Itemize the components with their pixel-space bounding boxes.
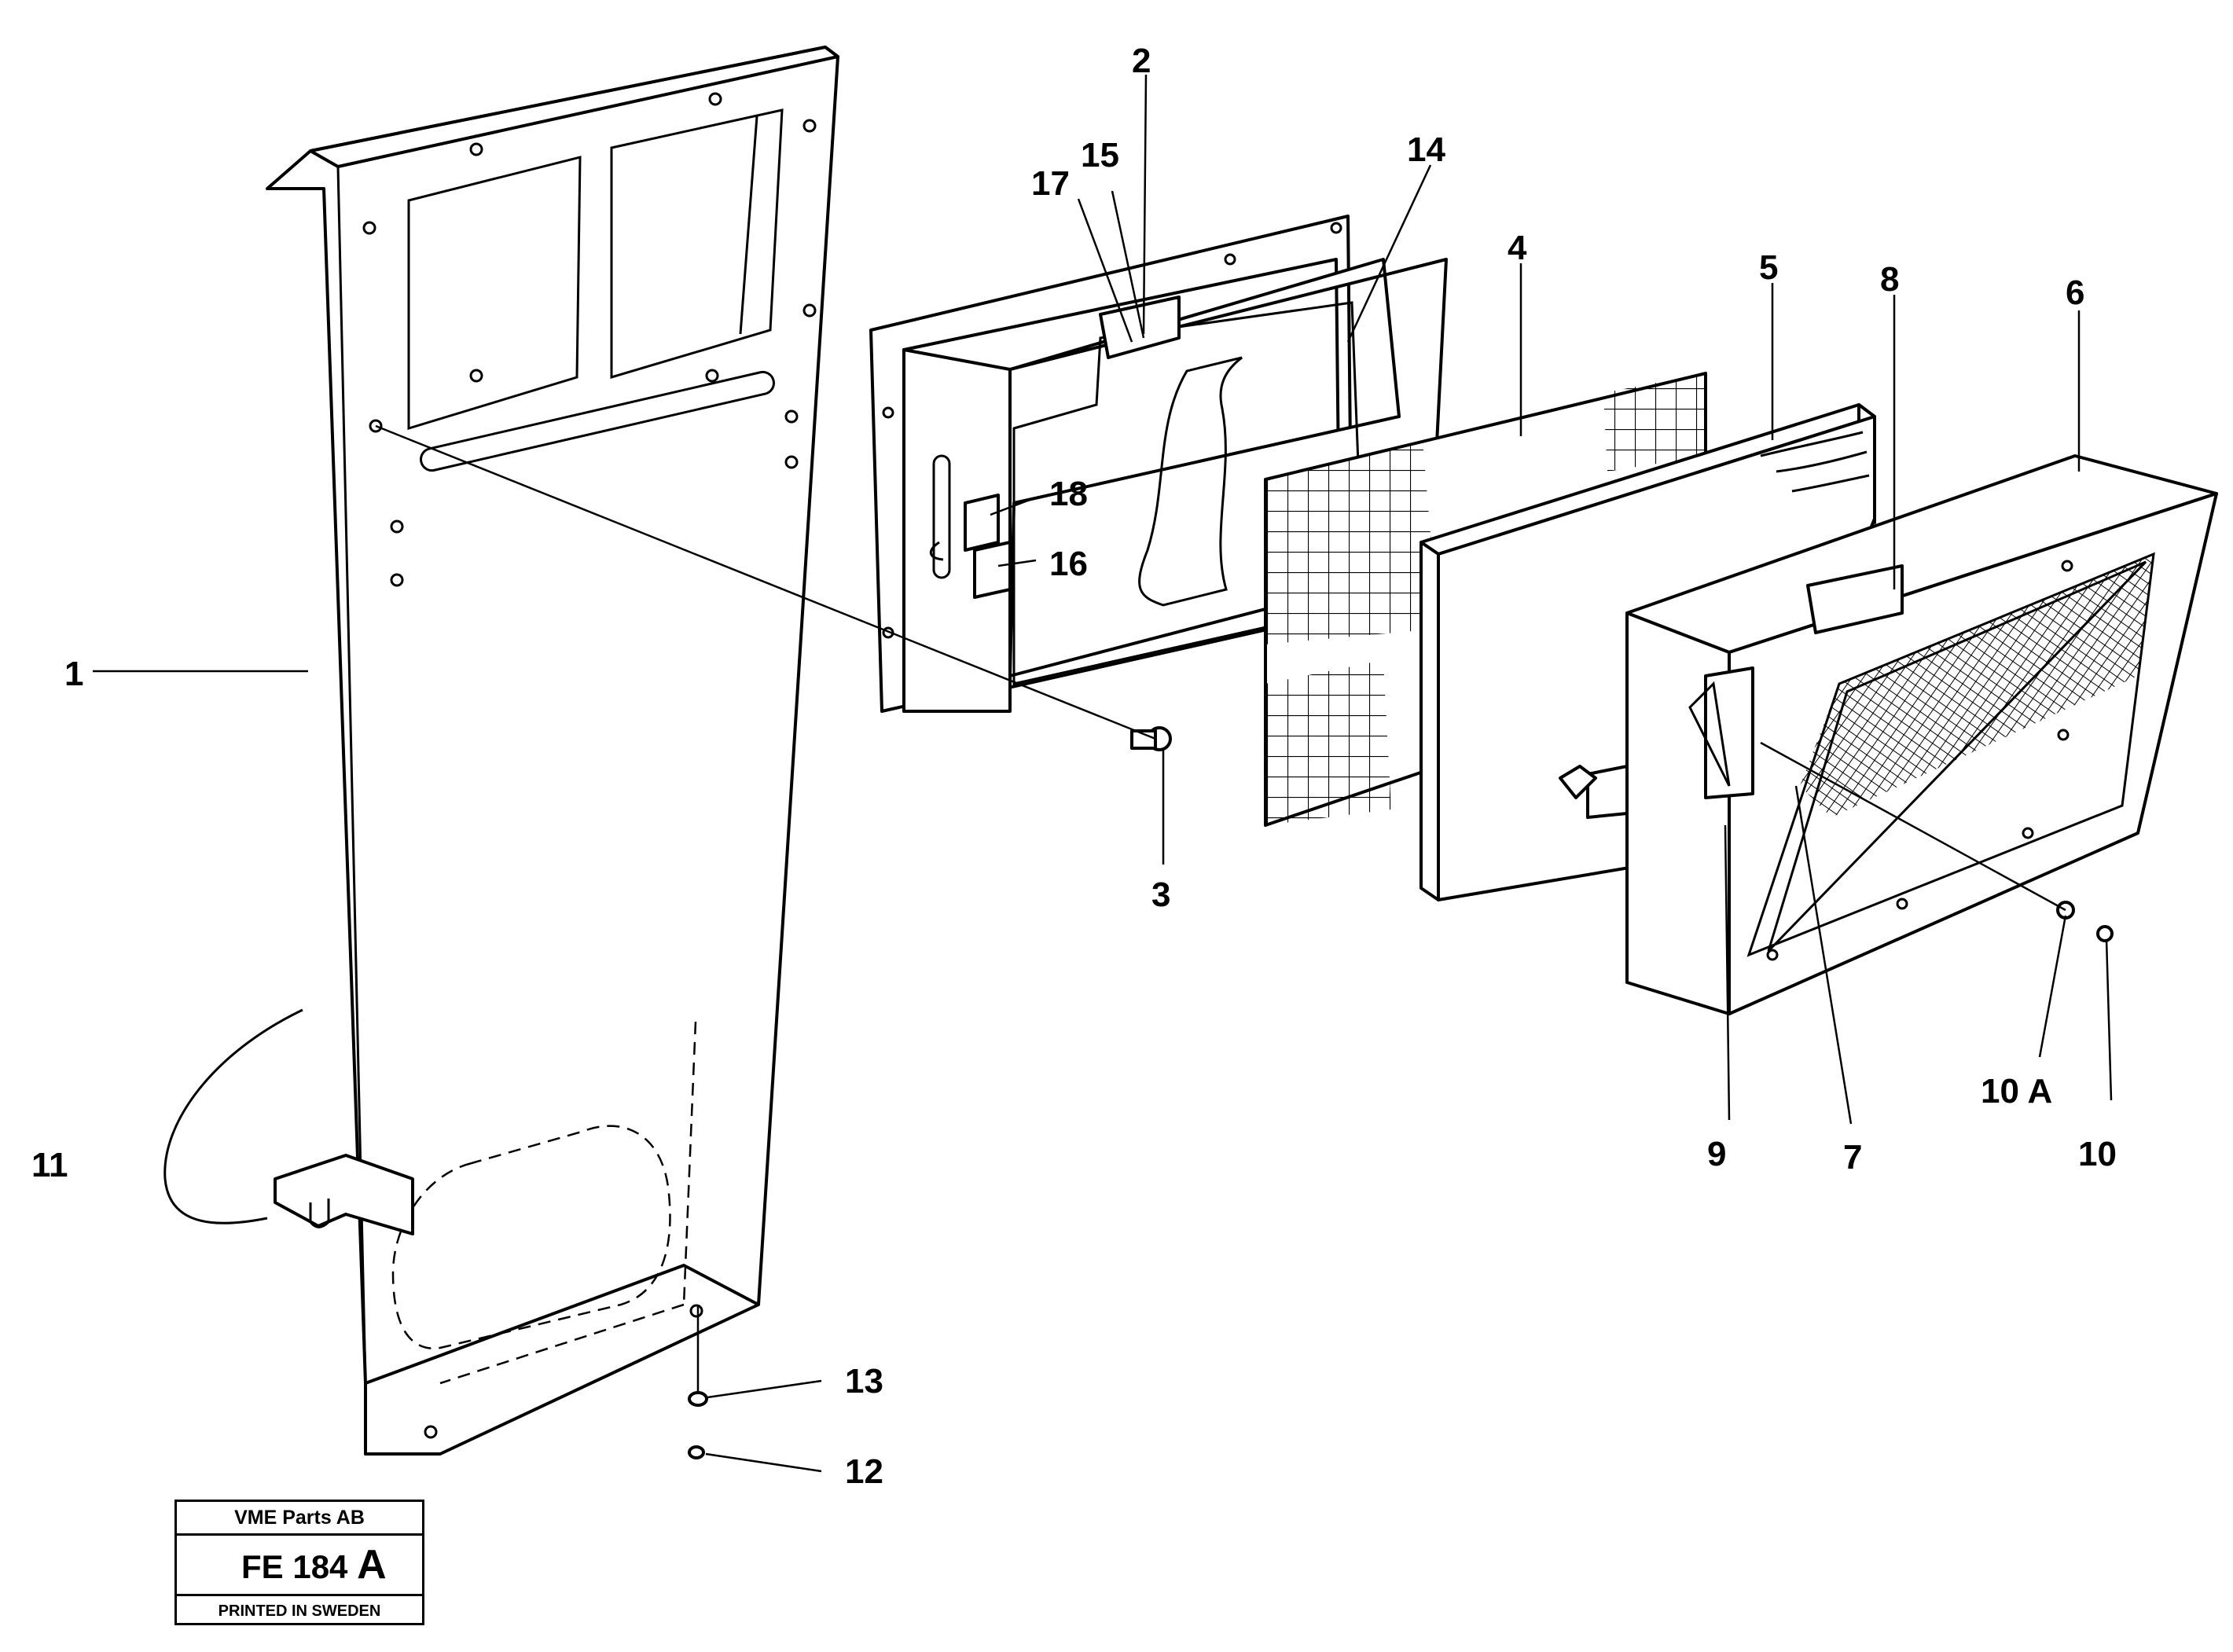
callout-10a: 10 A bbox=[1981, 1072, 2052, 1111]
printed-note: PRINTED IN SWEDEN bbox=[218, 1602, 381, 1620]
callout-13: 13 bbox=[845, 1362, 883, 1401]
callout-1: 1 bbox=[64, 655, 83, 693]
callout-16: 16 bbox=[1049, 545, 1088, 583]
duct-panel-part-1 bbox=[163, 46, 839, 1456]
washer-part-13 bbox=[688, 1391, 708, 1407]
leader-lines bbox=[93, 74, 2113, 1473]
callout-6: 6 bbox=[2066, 273, 2084, 312]
bracket-part-11 bbox=[163, 1008, 414, 1235]
mounting-holes bbox=[362, 92, 817, 1439]
screw-part-3 bbox=[1130, 726, 1172, 751]
title-block: VME Parts AB FE 184 A PRINTED IN SWEDEN bbox=[174, 1500, 424, 1625]
callout-2: 2 bbox=[1132, 42, 1151, 80]
figure-code-number: FE 184 bbox=[241, 1548, 348, 1585]
company-name: VME Parts AB bbox=[177, 1502, 422, 1536]
callout-5: 5 bbox=[1759, 248, 1778, 287]
housing-part-6 bbox=[1559, 454, 2218, 1015]
callout-12: 12 bbox=[845, 1452, 883, 1491]
callout-10: 10 bbox=[2078, 1135, 2117, 1173]
figure-code-suffix: A bbox=[357, 1542, 387, 1588]
callout-9: 9 bbox=[1707, 1135, 1726, 1173]
callout-8: 8 bbox=[1880, 260, 1899, 299]
callout-4: 4 bbox=[1508, 229, 1527, 267]
callout-15: 15 bbox=[1081, 136, 1119, 174]
callout-18: 18 bbox=[1049, 475, 1088, 513]
callout-3: 3 bbox=[1151, 876, 1170, 914]
callout-7: 7 bbox=[1843, 1138, 1862, 1177]
screw-part-12 bbox=[688, 1445, 705, 1459]
callout-14: 14 bbox=[1407, 130, 1445, 169]
callout-17: 17 bbox=[1031, 164, 1070, 203]
callout-11: 11 bbox=[31, 1146, 68, 1184]
figure-code: FE 184 A bbox=[177, 1536, 422, 1596]
screw-part-10 bbox=[2096, 925, 2114, 942]
